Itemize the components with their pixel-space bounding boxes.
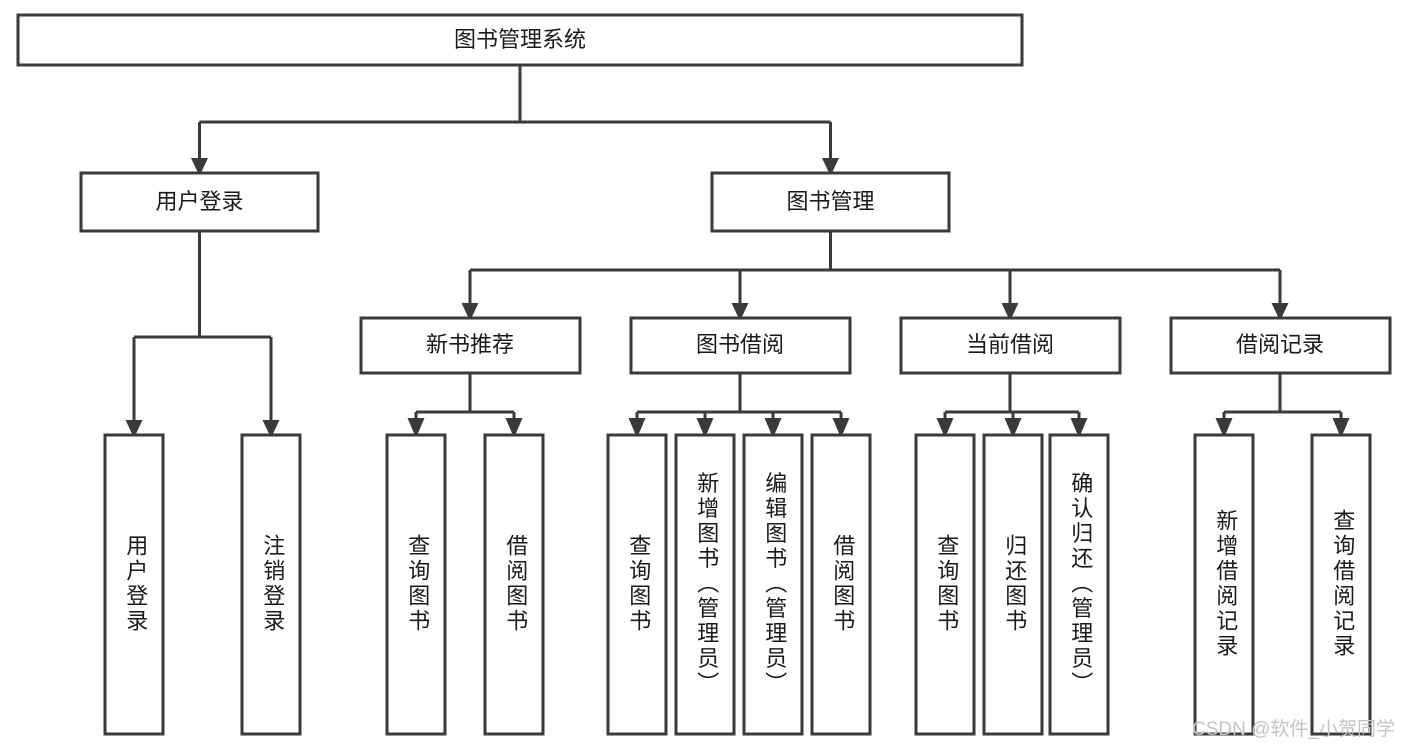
leaf-borrow-query-book[interactable]: 查询图书 <box>606 433 668 736</box>
leaf-newrec-query-book-label: 查询图书 <box>405 534 430 634</box>
leaf-current-return-book-label: 归还图书 <box>1002 534 1027 634</box>
leaf-current-return-book-box[interactable] <box>982 433 1044 736</box>
leaf-record-query-box[interactable] <box>1310 433 1372 736</box>
leaf-borrow-add-book[interactable]: 新增图书（管理员） <box>674 433 736 736</box>
node-book-borrow[interactable]: 图书借阅 <box>629 316 852 375</box>
leaf-newrec-borrow-book[interactable]: 借阅图书 <box>483 433 545 736</box>
leaf-record-query-label: 查询借阅记录 <box>1330 509 1355 659</box>
arrow-head-borrow-add <box>696 418 714 438</box>
node-new-book-recommend-label: 新书推荐 <box>426 332 514 357</box>
leaf-user-login-box[interactable] <box>103 433 165 736</box>
node-borrow-record-label: 借阅记录 <box>1236 332 1324 357</box>
leaf-record-query[interactable]: 查询借阅记录 <box>1310 433 1372 736</box>
leaf-current-query-book-box[interactable] <box>914 433 976 736</box>
leaf-record-add-label: 新增借阅记录 <box>1213 509 1238 659</box>
leaf-borrow-add-book-label: 新增图书（管理员） <box>694 472 719 697</box>
csdn-watermark: CSDN @软件_小贺同学 <box>1192 719 1395 740</box>
leaf-user-login-label: 用户登录 <box>123 534 148 634</box>
leaf-borrow-lend-book-label: 借阅图书 <box>830 534 855 634</box>
arrow-head-borrow-edit <box>764 418 782 438</box>
node-user-login[interactable]: 用户登录 <box>79 171 320 233</box>
leaf-logout-box[interactable] <box>240 433 302 736</box>
leaf-newrec-query-book[interactable]: 查询图书 <box>385 433 447 736</box>
leaf-current-return-book[interactable]: 归还图书 <box>982 433 1044 736</box>
arrow-head-newrec-query <box>407 418 425 438</box>
leaf-borrow-edit-book-box[interactable] <box>742 433 804 736</box>
leaf-current-confirm-return-box[interactable] <box>1048 433 1110 736</box>
arrow-head-user-login <box>191 158 208 176</box>
connector-layer <box>125 65 1350 438</box>
leaf-newrec-borrow-book-label: 借阅图书 <box>503 534 528 634</box>
arrow-head-book-manage <box>822 158 839 176</box>
arrow-head-current-query <box>936 418 954 438</box>
leaf-borrow-edit-book-label: 编辑图书（管理员） <box>762 472 787 697</box>
leaf-record-add-box[interactable] <box>1193 433 1255 736</box>
leaf-logout-label: 注销登录 <box>260 534 285 634</box>
leaf-borrow-add-book-box[interactable] <box>674 433 736 736</box>
leaf-user-login[interactable]: 用户登录 <box>103 433 165 736</box>
leaf-current-query-book-label: 查询图书 <box>934 534 959 634</box>
leaf-record-add[interactable]: 新增借阅记录 <box>1193 433 1255 736</box>
node-root[interactable]: 图书管理系统 <box>16 13 1024 67</box>
node-current-borrow-box[interactable] <box>899 316 1122 375</box>
node-root-label: 图书管理系统 <box>454 27 586 52</box>
arrow-head-leaf-user-login <box>125 420 143 438</box>
node-root-box[interactable] <box>16 13 1024 67</box>
node-user-login-label: 用户登录 <box>155 189 243 214</box>
node-new-book-recommend[interactable]: 新书推荐 <box>359 316 582 375</box>
node-book-borrow-box[interactable] <box>629 316 852 375</box>
node-current-borrow[interactable]: 当前借阅 <box>899 316 1122 375</box>
arrow-head-newrec-borrow <box>505 418 523 438</box>
leaf-newrec-query-book-box[interactable] <box>385 433 447 736</box>
node-borrow-record-box[interactable] <box>1169 316 1392 375</box>
node-book-management[interactable]: 图书管理 <box>710 171 951 233</box>
arrow-head-leaf-logout <box>262 420 280 438</box>
node-borrow-record[interactable]: 借阅记录 <box>1169 316 1392 375</box>
arrow-head-borrow-query <box>628 418 646 438</box>
leaf-borrow-query-book-label: 查询图书 <box>626 534 651 634</box>
arrow-head-record-query <box>1332 418 1350 438</box>
arrow-head-current-confirm <box>1070 418 1088 438</box>
node-book-management-label: 图书管理 <box>786 189 874 214</box>
arrow-head-current-borrow <box>1001 303 1019 321</box>
arrow-head-new-book-rec <box>461 303 479 321</box>
leaf-current-query-book[interactable]: 查询图书 <box>914 433 976 736</box>
leaf-borrow-lend-book-box[interactable] <box>810 433 872 736</box>
leaf-current-confirm-return-label: 确认归还（管理员） <box>1068 472 1093 697</box>
leaf-borrow-edit-book[interactable]: 编辑图书（管理员） <box>742 433 804 736</box>
leaf-borrow-query-book-box[interactable] <box>606 433 668 736</box>
arrow-head-record-add <box>1215 418 1233 438</box>
node-user-login-box[interactable] <box>79 171 320 233</box>
node-book-borrow-label: 图书借阅 <box>696 332 784 357</box>
node-new-book-recommend-box[interactable] <box>359 316 582 375</box>
leaf-current-confirm-return[interactable]: 确认归还（管理员） <box>1048 433 1110 736</box>
arrow-head-current-return <box>1004 418 1022 438</box>
node-current-borrow-label: 当前借阅 <box>966 332 1054 357</box>
node-book-management-box[interactable] <box>710 171 951 233</box>
arrow-head-book-borrow <box>731 303 749 321</box>
leaf-logout[interactable]: 注销登录 <box>240 433 302 736</box>
leaf-borrow-lend-book[interactable]: 借阅图书 <box>810 433 872 736</box>
leaf-newrec-borrow-book-box[interactable] <box>483 433 545 736</box>
arrow-head-borrow-record <box>1271 303 1289 321</box>
arrow-head-borrow-lend <box>832 418 850 438</box>
